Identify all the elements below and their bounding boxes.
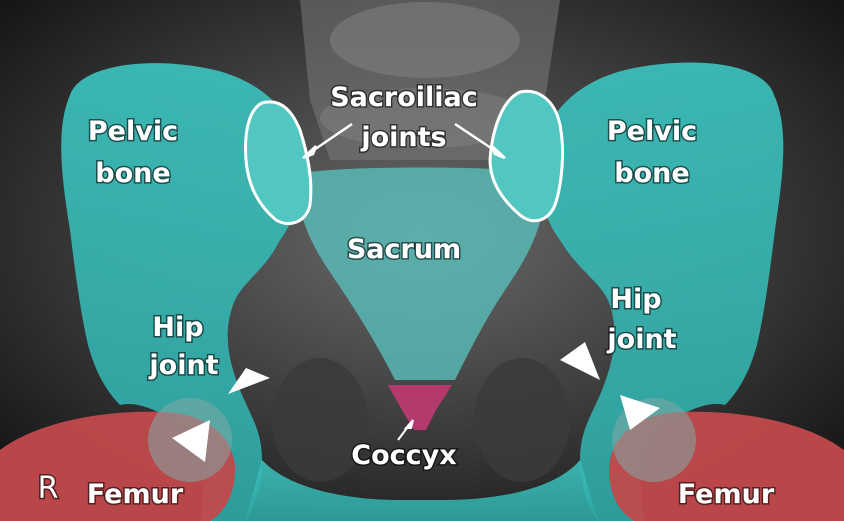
obturator-foramen-left <box>272 358 368 482</box>
side-marker-label: R <box>38 471 59 506</box>
coccyx-pointer <box>397 419 414 441</box>
obturator-foramen-right <box>474 358 570 482</box>
sacroiliac-joint-right <box>488 89 564 223</box>
femur-right-label: Femur <box>678 479 775 510</box>
hip-joint-arrowhead-left-upper <box>228 368 270 394</box>
coccyx <box>388 385 452 430</box>
femur-left-label: Femur <box>87 479 184 510</box>
pelvic-bone-right-label-line2: bone <box>614 158 689 189</box>
coccyx-label: Coccyx <box>351 440 456 471</box>
hip-joint-left-label-line1: Hip <box>152 312 203 343</box>
sacrum-label: Sacrum <box>347 234 461 265</box>
pelvic-bone-left-label-line1: Pelvic <box>88 116 178 147</box>
pelvic-bone-left-label-line2: bone <box>95 158 170 189</box>
sacrum <box>295 167 548 380</box>
sacroiliac-pointer-left <box>302 122 353 160</box>
hip-joint-right-label-line2: joint <box>606 324 676 355</box>
lumbar-spine <box>300 0 560 160</box>
pelvic-bone-right-label-line1: Pelvic <box>607 116 697 147</box>
sacroiliac-pointer-right <box>454 122 506 160</box>
pubic-arch <box>245 460 598 521</box>
hip-joint-right-label-line1: Hip <box>610 284 661 315</box>
sacroiliac-label-line1: Sacroiliac <box>330 82 478 113</box>
sacroiliac-label-line2: joints <box>360 122 446 153</box>
pelvic-bone-left <box>61 63 302 521</box>
hip-joint-arrowhead-left-lower <box>172 420 210 462</box>
sacroiliac-joint-left <box>244 100 313 225</box>
vertebra-body <box>330 2 520 78</box>
vertebra-body <box>320 88 530 148</box>
pelvic-bone-right <box>538 62 784 521</box>
hip-joint-arrowhead-right-upper <box>560 342 600 380</box>
hip-joint-left-label-line2: joint <box>148 350 218 381</box>
hip-joint-arrowhead-right-lower <box>620 395 660 430</box>
